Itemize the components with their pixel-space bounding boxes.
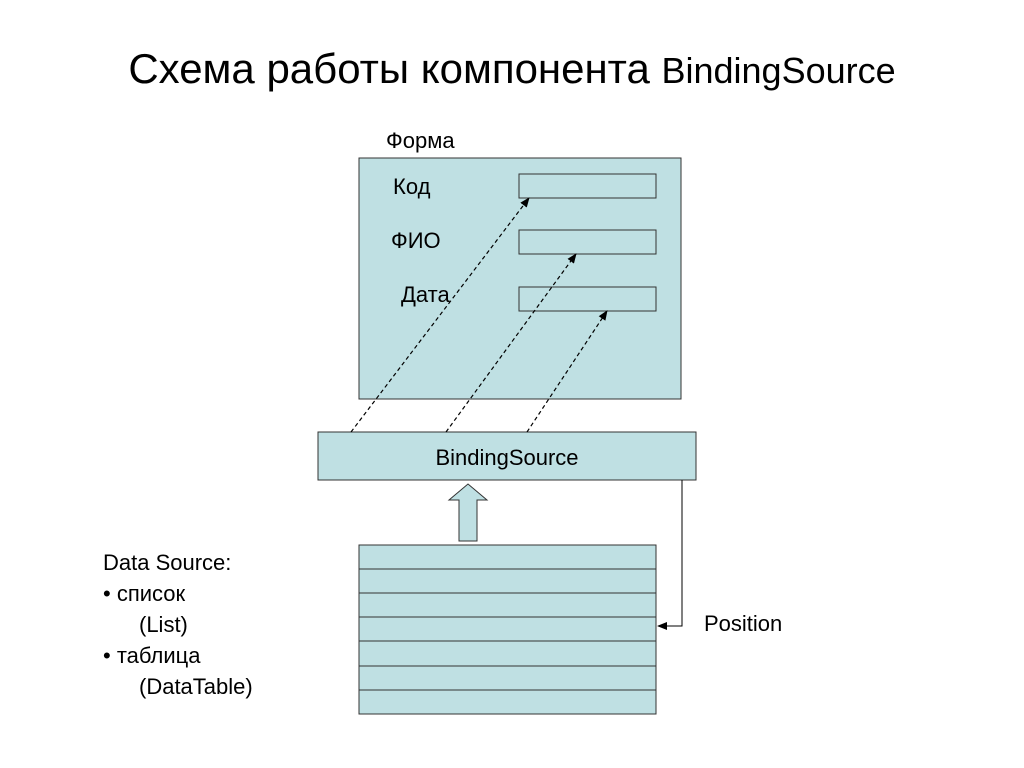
slide-title: Схема работы компонента BindingSource xyxy=(0,48,1024,90)
binding-source-box xyxy=(317,431,697,481)
binding-arrow-fio xyxy=(445,253,577,433)
position-label: Position xyxy=(704,611,783,636)
data-source-item-list-detail: (List) xyxy=(139,612,188,637)
data-source-table xyxy=(358,544,657,715)
binding-arrow-kod xyxy=(350,197,530,433)
field-label-kod: Код xyxy=(393,174,431,199)
data-source-description: Data Source: • список (List) • таблица (… xyxy=(103,547,253,702)
form-label: Форма xyxy=(386,128,455,153)
field-input-data[interactable] xyxy=(518,286,657,312)
position-connector xyxy=(657,480,683,630)
binding-arrow-data xyxy=(526,310,608,433)
title-component-name: BindingSource xyxy=(661,50,896,91)
title-main-text: Схема работы компонента xyxy=(128,45,662,92)
block-arrow-up xyxy=(447,483,489,542)
data-source-item-list: • список xyxy=(103,581,186,606)
data-source-item-table-detail: (DataTable) xyxy=(139,674,253,699)
field-label-data: Дата xyxy=(401,282,450,307)
field-input-fio[interactable] xyxy=(518,229,657,255)
data-source-item-table: • таблица xyxy=(103,643,201,668)
data-source-heading: Data Source: xyxy=(103,550,232,575)
field-input-kod[interactable] xyxy=(518,173,657,199)
binding-source-label: BindingSource xyxy=(435,445,579,470)
field-label-fio: ФИО xyxy=(391,228,441,253)
